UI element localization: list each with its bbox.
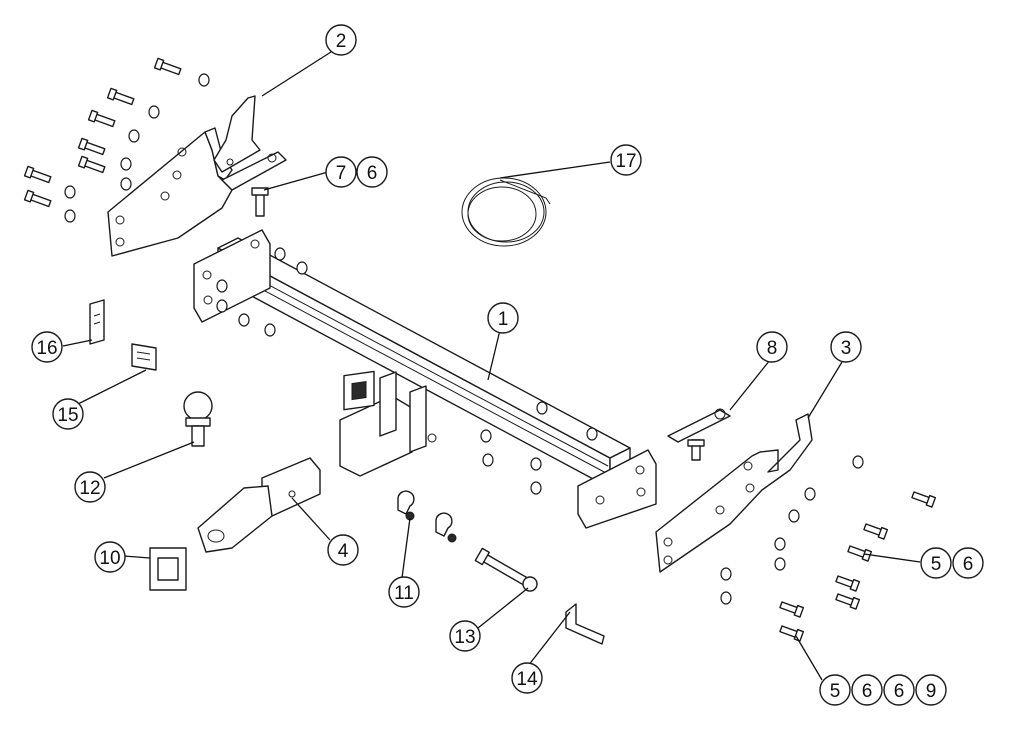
bolt-7 xyxy=(251,187,269,217)
callout-9: 9 xyxy=(915,674,947,706)
main-crossbar xyxy=(193,229,657,529)
callout-6-top: 6 xyxy=(356,156,388,188)
callout-13: 13 xyxy=(449,620,481,652)
callout-10: 10 xyxy=(94,541,126,573)
svg-text:13: 13 xyxy=(454,627,475,648)
hitch-pin xyxy=(474,547,538,592)
callout-11: 11 xyxy=(388,576,420,608)
svg-text:3: 3 xyxy=(841,338,852,359)
right-bolt-set xyxy=(720,455,937,642)
callout-5-bottom: 5 xyxy=(819,674,851,706)
svg-text:5: 5 xyxy=(931,554,942,575)
callout-2: 2 xyxy=(325,24,357,56)
svg-text:16: 16 xyxy=(36,338,57,359)
svg-text:6: 6 xyxy=(862,681,873,702)
callout-16: 16 xyxy=(31,331,63,363)
left-bolt-set xyxy=(23,57,210,223)
callout-5-mid: 5 xyxy=(920,547,952,579)
receiver-cover xyxy=(149,547,187,591)
svg-text:7: 7 xyxy=(336,163,347,184)
svg-text:17: 17 xyxy=(615,151,636,172)
svg-text:8: 8 xyxy=(767,338,778,359)
svg-text:15: 15 xyxy=(57,405,78,426)
callout-4: 4 xyxy=(327,534,359,566)
svg-text:6: 6 xyxy=(367,163,378,184)
label-sticker-16 xyxy=(89,299,105,345)
label-sticker-15 xyxy=(131,343,157,371)
svg-text:4: 4 xyxy=(338,541,349,562)
right-mounting-bracket xyxy=(655,413,813,573)
svg-text:10: 10 xyxy=(99,548,120,569)
shackle-clips xyxy=(397,490,457,543)
svg-text:1: 1 xyxy=(498,309,509,330)
tow-ball xyxy=(183,391,213,447)
small-bracket-8 xyxy=(667,408,731,461)
left-mounting-bracket xyxy=(107,95,287,257)
callout-14: 14 xyxy=(511,662,543,694)
callout-12: 12 xyxy=(74,471,106,503)
callout-17: 17 xyxy=(610,144,642,176)
ball-mount xyxy=(197,457,321,553)
svg-text:2: 2 xyxy=(336,31,347,52)
callout-7: 7 xyxy=(325,156,357,188)
callout-6-bottom-b: 6 xyxy=(883,674,915,706)
small-bracket-14 xyxy=(565,603,605,645)
svg-text:9: 9 xyxy=(926,681,937,702)
svg-text:5: 5 xyxy=(830,681,841,702)
wire-coil xyxy=(461,177,551,247)
crossbar-nuts xyxy=(216,247,598,495)
svg-text:14: 14 xyxy=(516,669,538,690)
callout-1: 1 xyxy=(487,302,519,334)
svg-text:6: 6 xyxy=(963,554,974,575)
svg-text:6: 6 xyxy=(894,681,905,702)
svg-text:11: 11 xyxy=(394,583,414,604)
callout-6-mid: 6 xyxy=(952,547,984,579)
callout-8: 8 xyxy=(756,331,788,363)
leader-lines xyxy=(62,51,921,681)
svg-text:12: 12 xyxy=(79,478,100,499)
callout-3: 3 xyxy=(830,331,862,363)
callout-15: 15 xyxy=(52,398,84,430)
callout-6-bottom-a: 6 xyxy=(851,674,883,706)
